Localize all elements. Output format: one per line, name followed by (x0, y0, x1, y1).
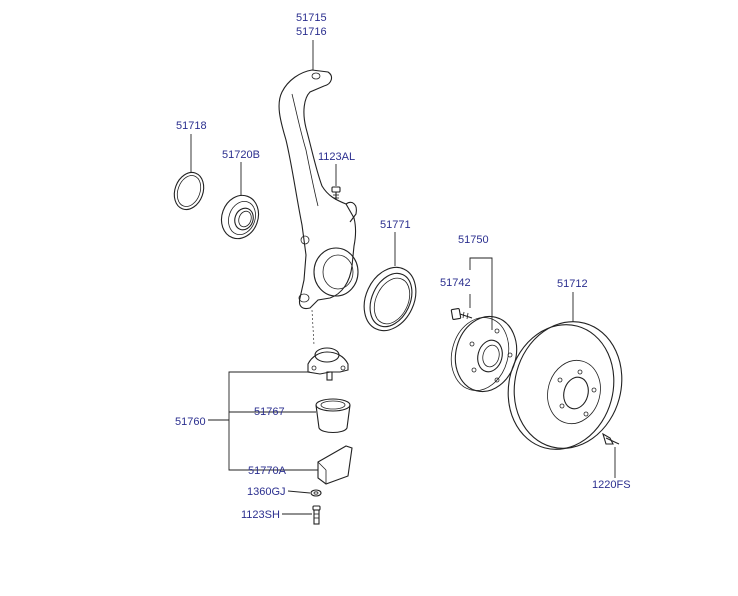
label-51760[interactable]: 51760 (175, 416, 206, 428)
label-51712[interactable]: 51712 (557, 278, 588, 290)
ball-joint[interactable] (307, 347, 349, 381)
knuckle[interactable] (278, 69, 359, 310)
bearing[interactable] (216, 190, 265, 244)
label-51718[interactable]: 51718 (176, 120, 207, 132)
bracket-51760 (228, 371, 318, 471)
ball-joint-boot[interactable] (315, 398, 351, 434)
disc-screw[interactable] (602, 432, 620, 445)
label-51716[interactable]: 51716 (296, 26, 327, 38)
washer[interactable] (310, 489, 322, 497)
label-51767[interactable]: 51767 (254, 406, 285, 418)
ball-joint-plate[interactable] (317, 445, 353, 485)
label-1123al[interactable]: 1123AL (318, 151, 355, 163)
hub-bolt[interactable] (450, 307, 473, 321)
label-1360gj[interactable]: 1360GJ (247, 486, 286, 498)
bolt-1123al[interactable] (331, 186, 341, 200)
leader-51750 (469, 257, 493, 330)
label-1123sh[interactable]: 1123SH (241, 509, 280, 521)
label-51715[interactable]: 51715 (296, 12, 327, 24)
label-51770a[interactable]: 51770A (248, 465, 287, 477)
label-51742[interactable]: 51742 (440, 277, 471, 289)
label-51720b[interactable]: 51720B (222, 149, 260, 161)
dust-cover[interactable] (354, 259, 425, 339)
wheel-hub[interactable] (443, 310, 524, 399)
brake-disc[interactable] (494, 309, 635, 461)
leader-1360gj (287, 490, 311, 494)
label-51750[interactable]: 51750 (458, 234, 489, 246)
label-51771[interactable]: 51771 (380, 219, 411, 231)
snap-ring[interactable] (169, 168, 208, 213)
ball-joint-bolt[interactable] (312, 505, 321, 525)
label-1220fs[interactable]: 1220FS (592, 479, 631, 491)
assembly-axis (311, 309, 315, 346)
